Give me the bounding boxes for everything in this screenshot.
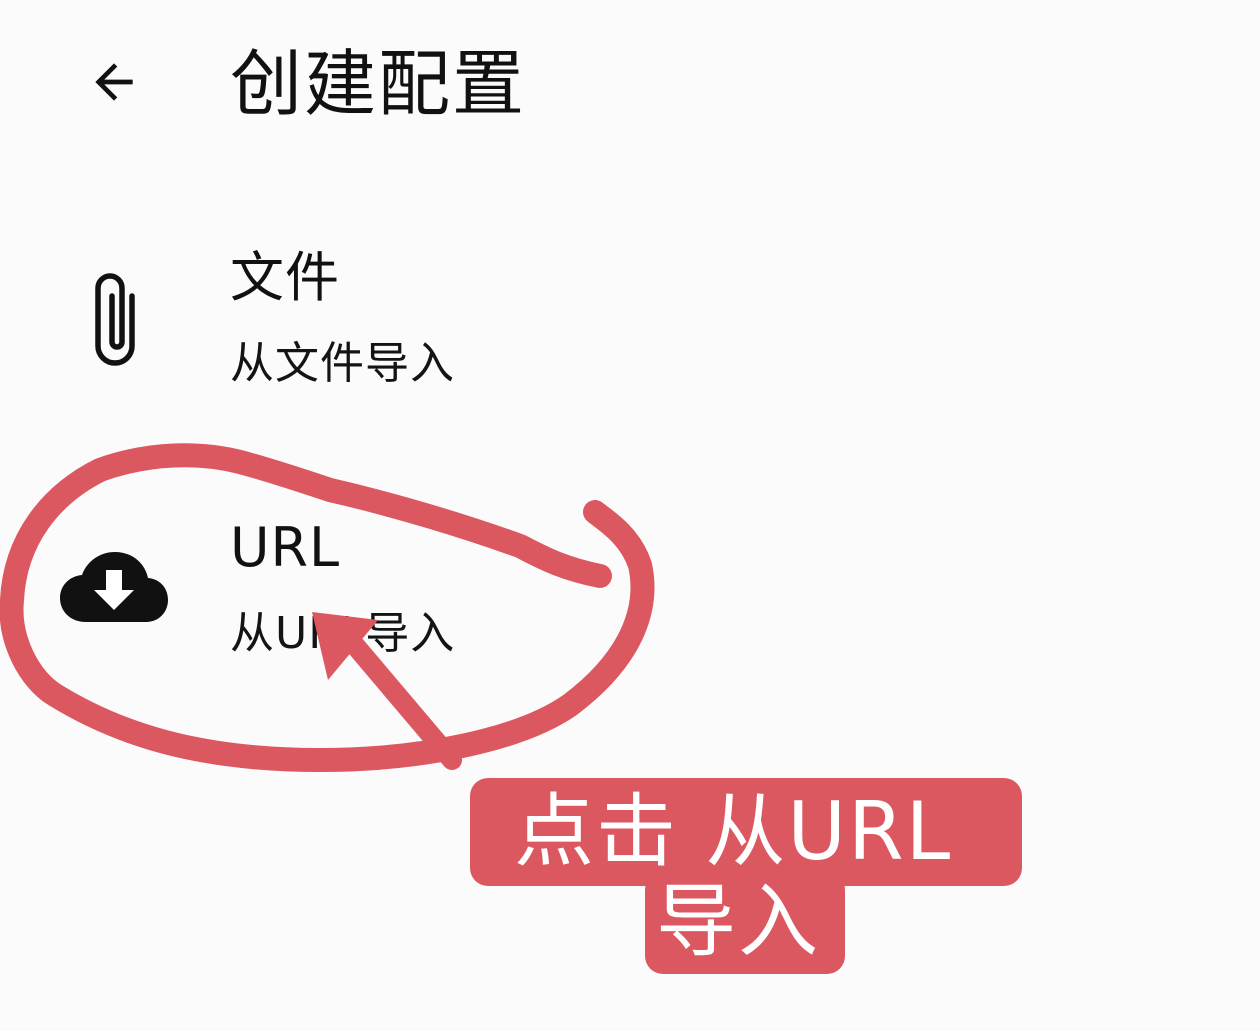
page-title: 创建配置 bbox=[230, 42, 527, 126]
option-title: 文件 bbox=[230, 246, 340, 309]
option-subtitle: 从文件导入 bbox=[230, 338, 455, 389]
annotation-callout-bg bbox=[645, 872, 845, 974]
option-import-url[interactable]: URL 从URL导入 bbox=[0, 502, 1260, 672]
annotation-callout-text: 点击 从URL bbox=[514, 785, 953, 878]
cloud-download-icon bbox=[56, 546, 172, 630]
option-title: URL bbox=[230, 516, 341, 579]
option-subtitle: 从URL导入 bbox=[230, 608, 456, 659]
annotation-callout-bg bbox=[470, 778, 1022, 886]
arrow-back-icon bbox=[95, 63, 133, 101]
paperclip-icon bbox=[78, 258, 158, 378]
app-bar: 创建配置 bbox=[0, 0, 1260, 170]
option-import-file[interactable]: 文件 从文件导入 bbox=[0, 232, 1260, 402]
back-button[interactable] bbox=[78, 46, 150, 118]
annotation-callout-text: 导入 bbox=[656, 875, 820, 968]
